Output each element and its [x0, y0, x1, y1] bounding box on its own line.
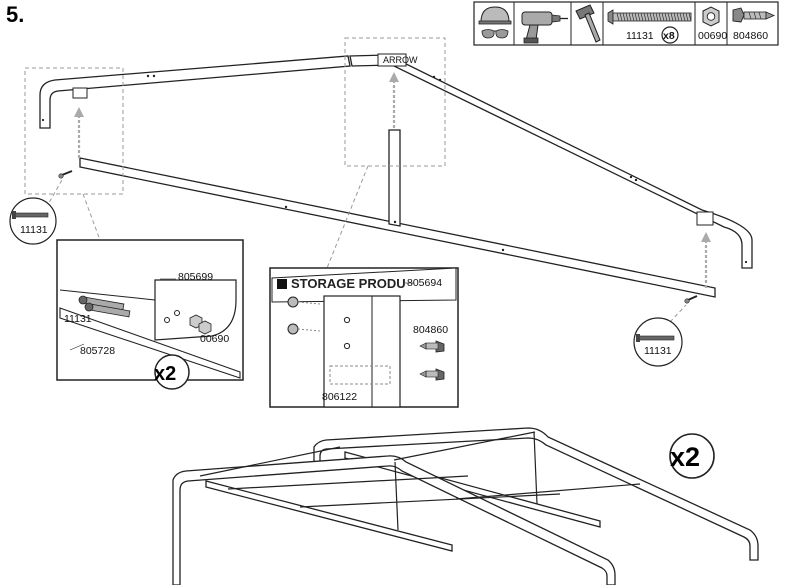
zoom-box-center — [344, 37, 446, 167]
right-end-plate — [696, 211, 714, 226]
detail-left-bracket — [154, 279, 237, 341]
detail-left-bolt-icon — [78, 295, 131, 318]
left-end-plate — [72, 87, 88, 99]
detail-left-multiplier: x2 — [154, 363, 176, 385]
insert-arrow-left-head — [74, 107, 84, 117]
safety-glasses-and-hard-hat-icon — [478, 6, 512, 39]
callout-left-code: 11131 — [20, 224, 48, 236]
power-drill-icon — [521, 11, 568, 44]
cross-bar-1 — [227, 475, 469, 490]
callout-leader-right — [669, 304, 687, 323]
roof-truss-assembly: ARROW — [24, 37, 753, 323]
center-post — [388, 129, 401, 227]
small-bolt-right-icon — [684, 295, 698, 304]
detail-left-nut-code: 00690 — [200, 333, 229, 345]
self-tapping-screw-804860-icon — [732, 7, 775, 23]
insert-arrow-center-head — [389, 72, 399, 82]
parts-header: 11131 x8 00690 804860 — [473, 1, 779, 46]
detail-center-post-code: 806122 — [322, 391, 357, 403]
detail-left-tube-code: 805728 — [80, 345, 115, 357]
top-brand-mark: ARROW — [383, 55, 418, 65]
right-rafter — [349, 54, 753, 269]
back-truss-rafter — [313, 427, 759, 561]
detail-center-brand: STORAGE PRODU — [291, 276, 406, 291]
header-self-tapping-screw-code: 804860 — [733, 30, 768, 42]
header-screw-qty: x8 — [663, 30, 675, 42]
callout-leader-left — [45, 179, 63, 209]
front-truss-tie — [205, 480, 453, 552]
screw-11131-icon — [607, 9, 692, 25]
nut-00690-icon — [702, 6, 720, 27]
tube-holes — [41, 74, 748, 264]
insert-arrow-right-head — [701, 232, 711, 242]
header-nut-code: 00690 — [698, 30, 727, 42]
tie-bar — [79, 157, 716, 298]
detail-center-bolt-icon — [287, 296, 321, 335]
brand-logo-icon — [277, 279, 287, 289]
purlin-1 — [199, 446, 341, 477]
leader-left — [82, 193, 101, 241]
small-bolt-left-icon — [58, 170, 73, 179]
bottom-multiplier-text: x2 — [670, 442, 700, 472]
detail-center-post — [323, 295, 401, 408]
back-post — [533, 431, 538, 505]
step-number: 5. — [6, 2, 24, 27]
detail-left-nut-icon — [189, 314, 212, 335]
top-bracket — [377, 53, 407, 67]
detail-center-self-tapping-screw-icon — [419, 340, 445, 381]
header-screw-code: 11131 — [626, 30, 654, 42]
purlin-2 — [393, 431, 536, 461]
detail-left: 805699 11131 00690 805728 x2 — [56, 239, 244, 390]
callout-right-code: 11131 — [644, 345, 672, 357]
zoom-box-left — [24, 67, 124, 195]
detail-center-bracket-code: 805694 — [407, 277, 442, 289]
bolt-callout-right: 11131 — [633, 317, 683, 367]
front-post — [394, 461, 399, 531]
bottom-multiplier: x2 — [669, 433, 715, 479]
cross-bar-2 — [299, 493, 561, 508]
leader-center — [326, 165, 369, 269]
purlin-3 — [455, 483, 641, 500]
hammer-icon — [575, 4, 601, 43]
detail-left-bolt-code: 11131 — [64, 313, 92, 325]
detail-center-screw-code: 804860 — [413, 324, 448, 336]
bolt-callout-left: 11131 — [9, 197, 57, 245]
detail-left-bracket-code: 805699 — [178, 271, 213, 283]
assembled-trusses — [172, 427, 759, 585]
detail-center: STORAGE PRODU 805694 804860 806122 — [269, 267, 459, 408]
front-truss-rafter — [172, 455, 616, 585]
left-rafter — [39, 55, 351, 129]
